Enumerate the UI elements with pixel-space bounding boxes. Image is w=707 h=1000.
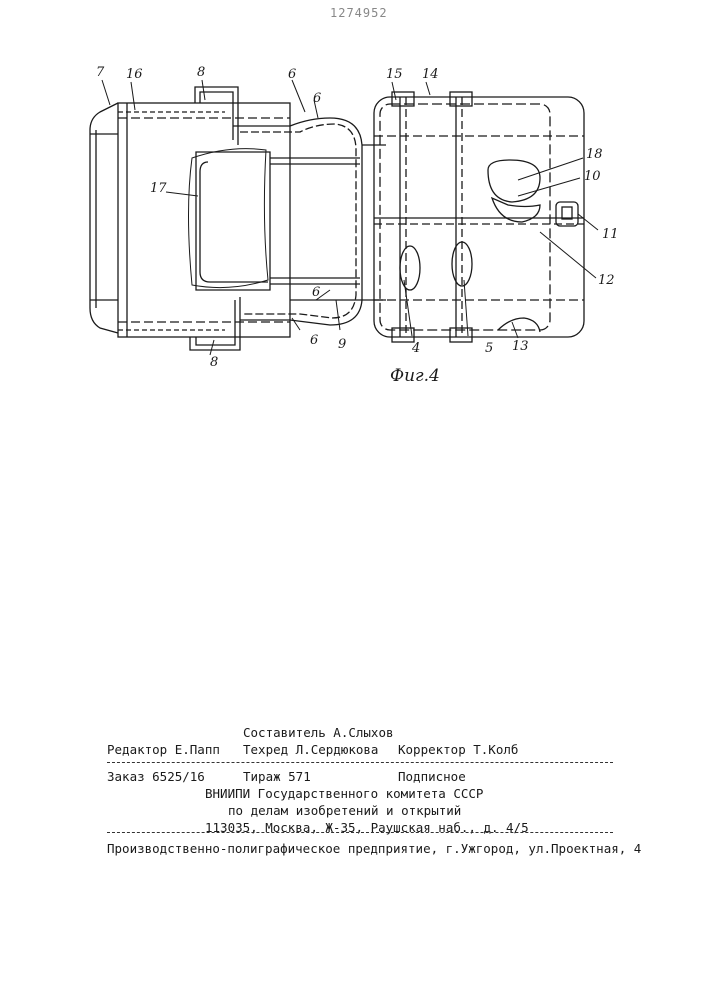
order: Заказ 6525/16 <box>107 771 205 784</box>
label-15: 15 <box>386 68 403 81</box>
label-13: 13 <box>512 340 529 353</box>
seat-18 <box>488 160 540 202</box>
label-7: 7 <box>96 66 104 79</box>
label-6-a: 6 <box>288 68 296 81</box>
label-6-b: 6 <box>313 92 321 105</box>
label-14: 14 <box>422 68 439 81</box>
label-12: 12 <box>598 274 615 287</box>
label-6-d: 6 <box>310 334 318 347</box>
label-6-c: 6 <box>312 286 320 299</box>
label-17: 17 <box>150 182 167 195</box>
label-4: 4 <box>412 342 420 355</box>
label-8-top: 8 <box>197 66 205 79</box>
figure-caption: Фиг.4 <box>390 366 440 386</box>
organization-line-2: по делам изобретений и открытий <box>228 805 461 818</box>
techred: Техред Л.Сердюкова <box>243 744 378 757</box>
label-10: 10 <box>584 170 601 183</box>
label-18: 18 <box>586 148 603 161</box>
label-5: 5 <box>485 342 493 355</box>
label-8-bottom: 8 <box>210 356 218 369</box>
label-16: 16 <box>126 68 143 81</box>
corrector: Корректор Т.Колб <box>398 744 518 757</box>
bracket-top <box>195 87 238 145</box>
door-opening <box>196 152 270 290</box>
seat-4 <box>400 246 420 290</box>
subscription: Подписное <box>398 771 466 784</box>
label-11: 11 <box>602 228 619 241</box>
front-bumper-frame <box>90 103 118 333</box>
technical-drawing <box>0 0 707 400</box>
editor: Редактор Е.Папп <box>107 744 220 757</box>
divider-2 <box>107 832 613 833</box>
bracket-bottom <box>190 297 240 350</box>
label-9: 9 <box>338 338 346 351</box>
organization-line-1: ВНИИПИ Государственного комитета СССР <box>205 788 483 801</box>
compiler: Составитель А.Слыхов <box>243 727 394 740</box>
divider-1 <box>107 762 613 763</box>
latch-11 <box>556 202 578 226</box>
circulation: Тираж 571 <box>243 771 311 784</box>
printer: Производственно-полиграфическое предприя… <box>107 843 641 856</box>
